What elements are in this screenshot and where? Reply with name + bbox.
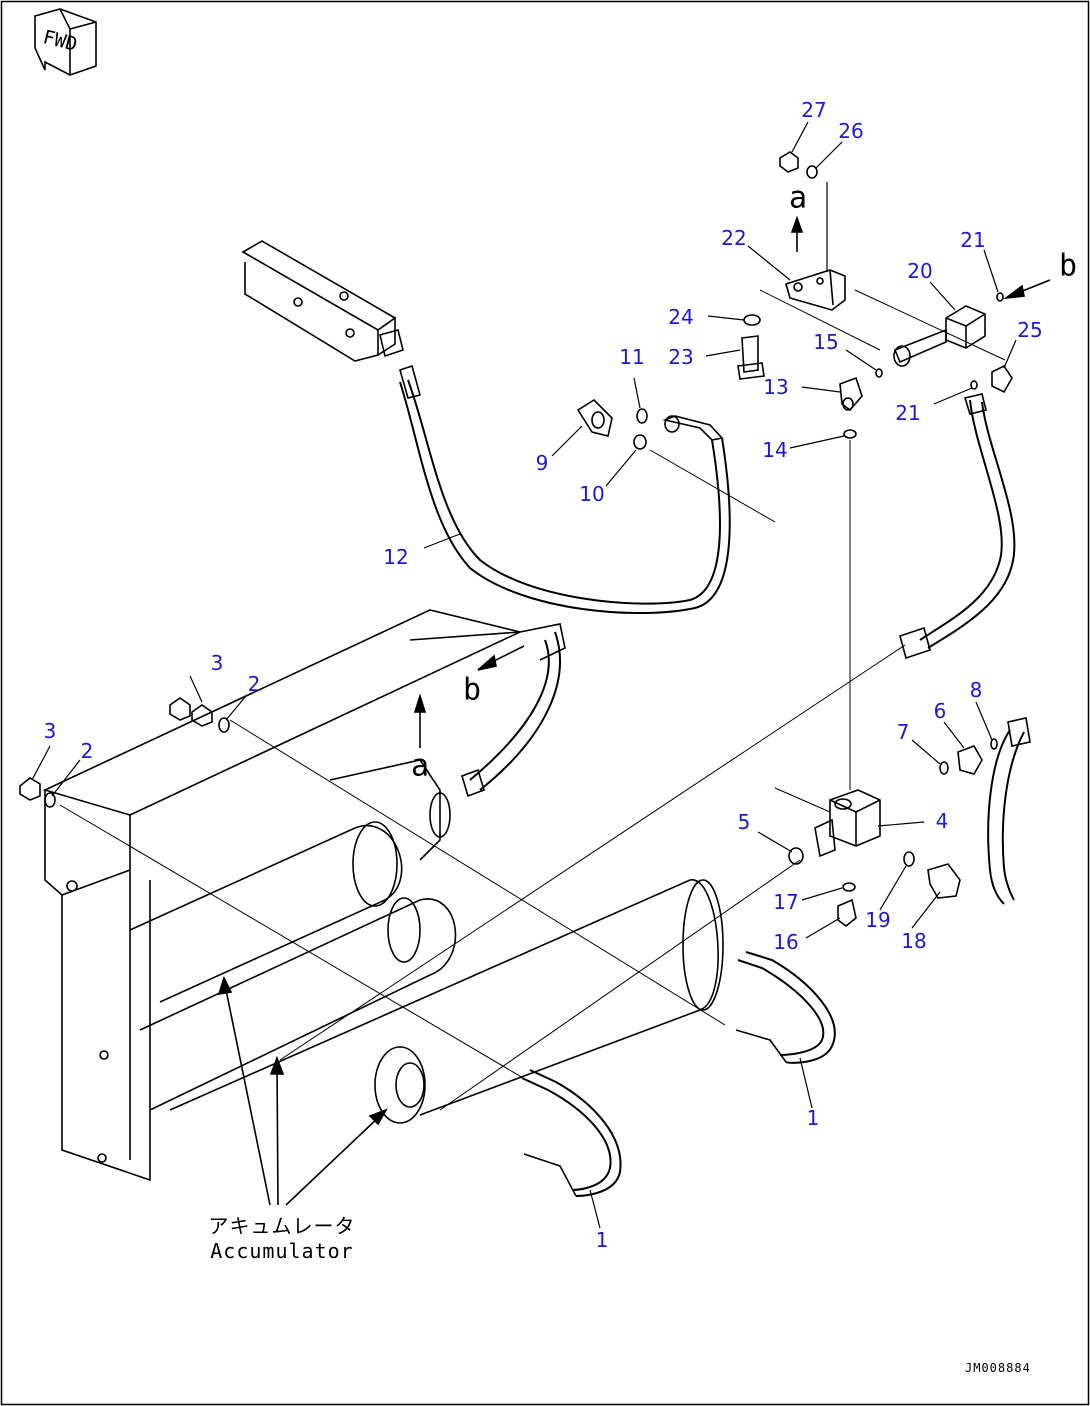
washer-2-left (45, 793, 55, 807)
arrow-a-left (415, 696, 425, 748)
upper-frame-rail (243, 241, 403, 361)
callout-25: 25 (1017, 318, 1043, 342)
accumulator-label-jp: アキュムレータ (208, 1214, 356, 1238)
callout-20: 20 (907, 259, 933, 283)
callout-2: 2 (247, 672, 261, 696)
arrow-b-right (1006, 280, 1050, 298)
elbow-25 (992, 366, 1012, 392)
callout-3: 3 (210, 651, 224, 675)
callout-1: 1 (595, 1228, 609, 1252)
callout-16: 16 (773, 930, 799, 954)
connection-mark-b-right: b (1058, 248, 1078, 284)
o-ring-8 (991, 739, 997, 749)
connection-mark-b-left: b (462, 672, 482, 708)
fitting-16 (838, 900, 856, 926)
callout-6: 6 (933, 699, 947, 723)
accumulator-lower (140, 880, 723, 1123)
o-ring-21-lower (971, 381, 977, 389)
callout-23: 23 (668, 345, 694, 369)
callout-24: 24 (668, 305, 694, 329)
main-frame (45, 610, 565, 1180)
hose-12 (400, 366, 730, 613)
arrow-a-top (792, 218, 802, 252)
fitting-18 (928, 864, 960, 898)
callout-4: 4 (935, 809, 949, 833)
fitting-20 (894, 306, 985, 366)
washer-2-upper (219, 718, 229, 732)
callout-17: 17 (773, 890, 799, 914)
fitting-9 (578, 400, 612, 436)
clamp-1-lower (522, 1070, 621, 1196)
washer-24 (744, 315, 760, 325)
callout-7: 7 (896, 720, 910, 744)
valve-block-4 (815, 790, 880, 856)
drawing-code: JM008884 (965, 1361, 1031, 1375)
callout-14: 14 (762, 438, 788, 462)
fitting-13 (840, 378, 862, 410)
accumulator-label: アキュムレータ Accumulator (209, 1210, 356, 1263)
o-ring-10 (634, 435, 646, 449)
callout-11: 11 (619, 345, 645, 369)
hose-right (900, 394, 1014, 658)
callout-26: 26 (838, 119, 864, 143)
accumulator-label-en: Accumulator (210, 1239, 354, 1263)
arrow-b-left (478, 646, 524, 670)
o-ring-17 (843, 883, 855, 891)
bracket-22 (786, 182, 845, 310)
connection-mark-a-left: a (410, 748, 430, 784)
callout-27: 27 (801, 98, 827, 122)
callout-19: 19 (865, 908, 891, 932)
o-ring-15 (876, 369, 882, 377)
callout-5: 5 (737, 810, 751, 834)
hose-right-lower (988, 718, 1030, 904)
o-ring-14 (844, 430, 856, 438)
callout-18: 18 (901, 929, 927, 953)
nut-3-upper (170, 698, 212, 726)
callout-3: 3 (43, 719, 57, 743)
fitting-6 (958, 746, 982, 774)
accumulator-upper (130, 760, 450, 1002)
washer-26 (807, 166, 817, 178)
nut-27 (780, 152, 798, 172)
callout-1: 1 (806, 1106, 820, 1130)
o-ring-5 (789, 848, 803, 864)
callout-10: 10 (579, 482, 605, 506)
callout-13: 13 (763, 375, 789, 399)
o-ring-11 (637, 409, 647, 423)
clamp-1-right (736, 952, 835, 1063)
bolt-23 (738, 336, 764, 379)
connection-mark-a-top: a (788, 180, 808, 216)
accumulator-arrows (219, 978, 386, 1205)
assembly-leader-lines (60, 290, 1005, 1110)
callout-8: 8 (969, 678, 983, 702)
fwd-direction-tag (35, 9, 96, 75)
nut-3-left (20, 778, 40, 800)
callout-12: 12 (383, 545, 409, 569)
hose-left-b (462, 632, 560, 796)
o-ring-21-upper (997, 293, 1003, 301)
callout-21: 21 (895, 401, 921, 425)
callout-21: 21 (960, 228, 986, 252)
callout-22: 22 (721, 226, 747, 250)
callout-2: 2 (80, 739, 94, 763)
callout-9: 9 (535, 451, 549, 475)
o-ring-7 (940, 762, 948, 774)
callout-15: 15 (813, 330, 839, 354)
o-ring-19 (904, 852, 914, 866)
callout-leaders (32, 122, 1016, 1228)
